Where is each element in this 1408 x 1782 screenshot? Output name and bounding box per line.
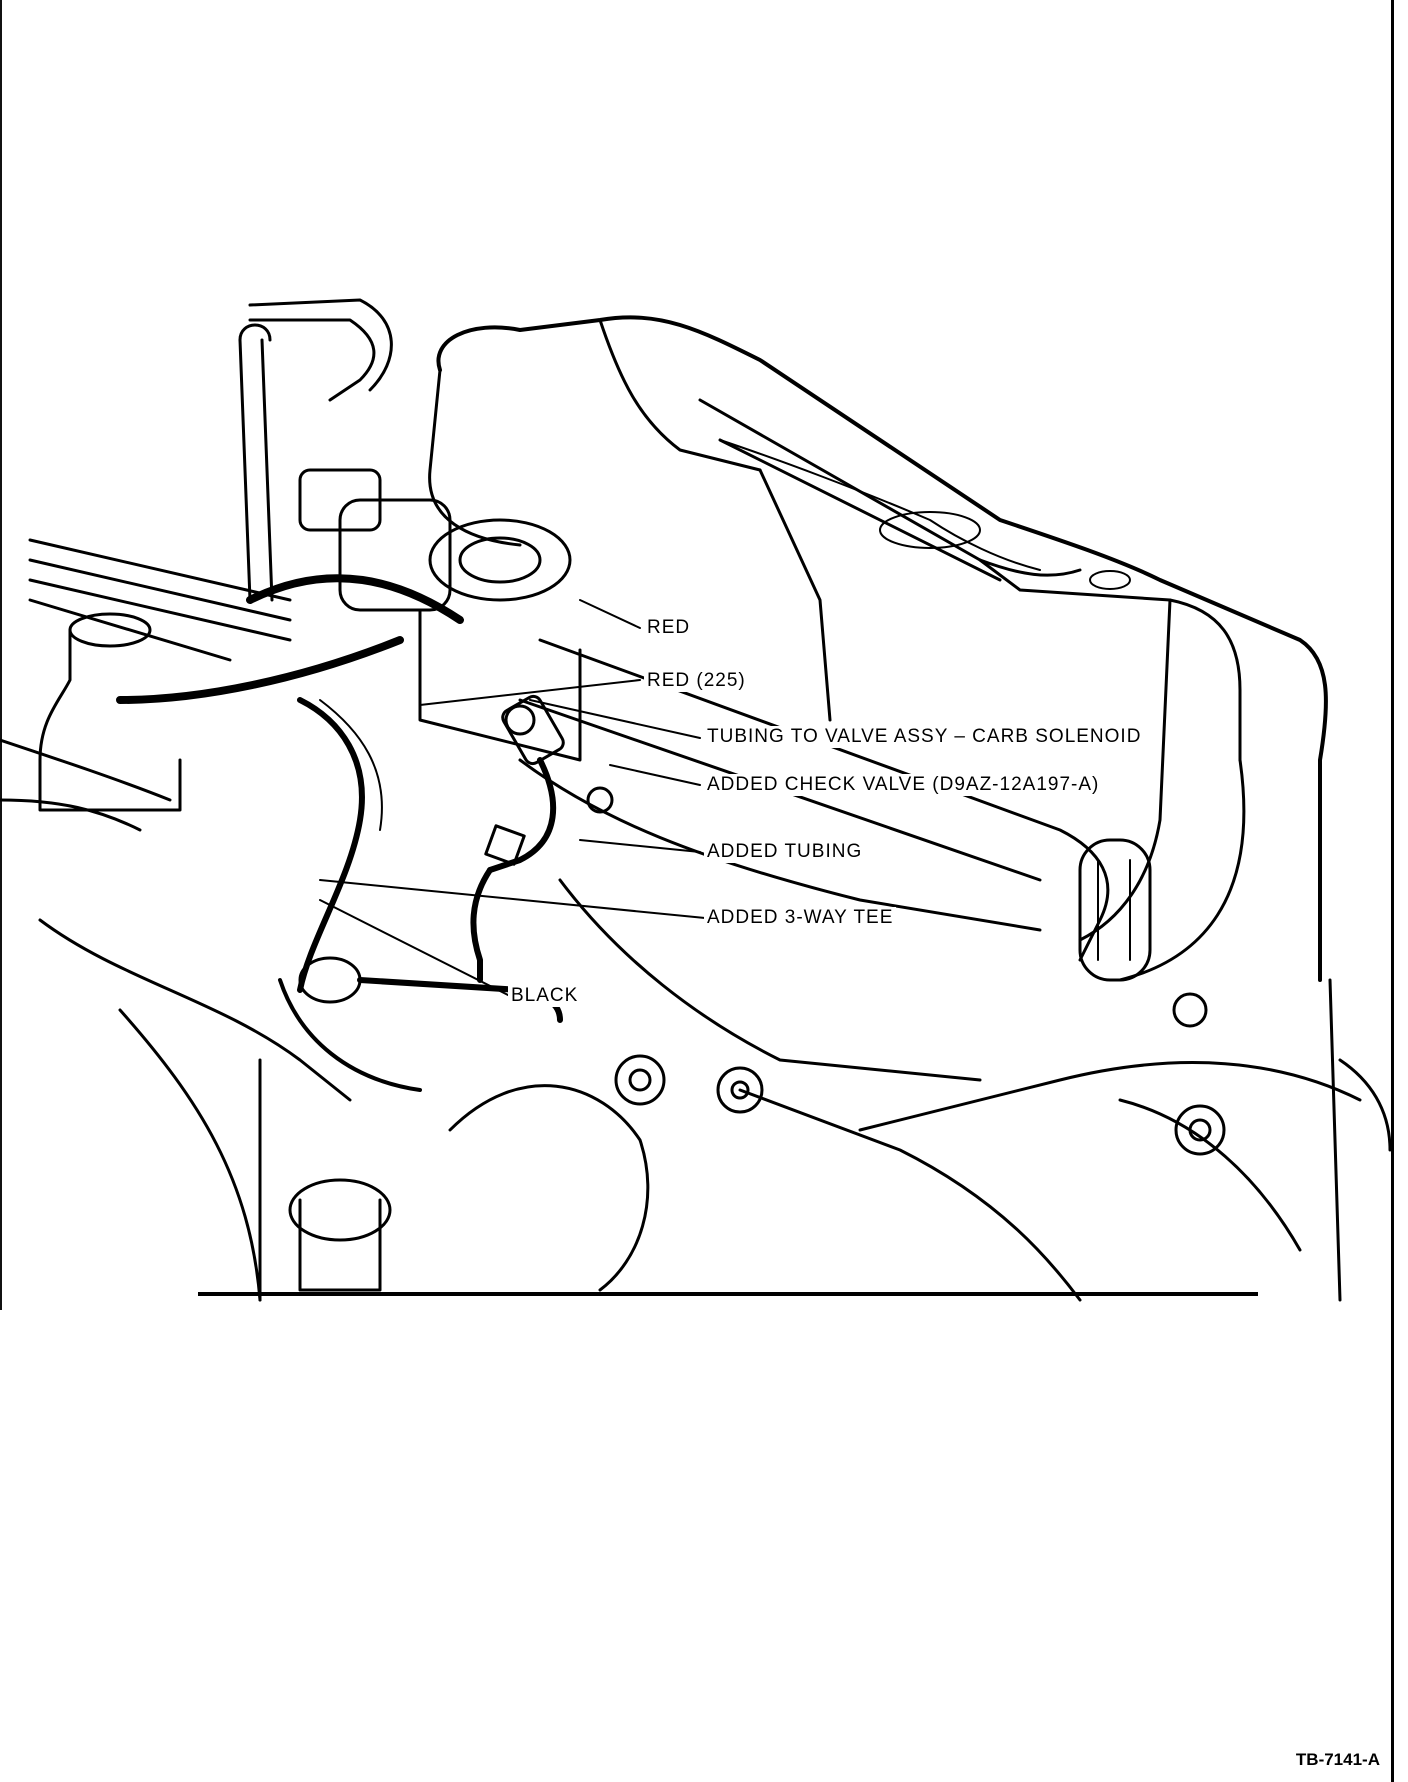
callout-black: BLACK (508, 985, 582, 1007)
engine-line-drawing (0, 298, 1392, 1302)
callout-red-225: RED (225) (644, 670, 749, 692)
left-border-rule (0, 0, 2, 1310)
callout-added-tubing: ADDED TUBING (704, 841, 866, 863)
illustration-base-line (198, 1292, 1258, 1296)
right-border-rule (1391, 0, 1394, 1782)
figure-id: TB-7141-A (1295, 1750, 1380, 1769)
callout-check-valve: ADDED CHECK VALVE (D9AZ-12A197-A) (704, 774, 1103, 796)
callout-red: RED (644, 617, 694, 639)
callout-three-way-tee: ADDED 3-WAY TEE (704, 907, 897, 929)
callout-tubing-to-valve: TUBING TO VALVE ASSY – CARB SOLENOID (704, 726, 1145, 748)
